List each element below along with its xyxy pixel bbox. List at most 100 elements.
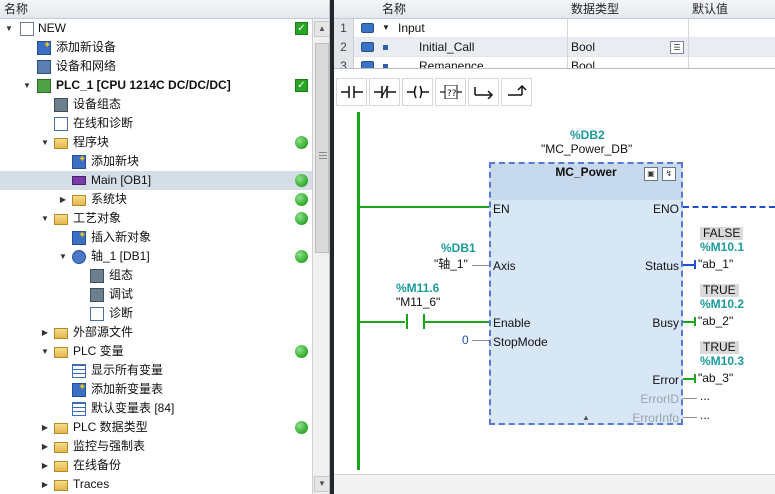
tree-item-tech-objects[interactable]: ▼ 工艺对象 [0,209,312,228]
error-tick [694,374,696,383]
coil-button[interactable] [402,78,433,106]
tree-item-devices-networks[interactable]: 设备和网络 [0,57,312,76]
tree-item-configuration[interactable]: 组态 [0,266,312,285]
status-tick [694,260,696,269]
no-contact-button[interactable] [336,78,367,106]
column-default-header[interactable]: 默认值 [692,2,729,16]
nc-contact-button[interactable] [369,78,400,106]
column-name-header[interactable]: 名称 [382,2,407,16]
expand-arrow-icon[interactable]: ▼ [5,24,13,33]
tree-item-add-tag-table[interactable]: 添加新变量表 [0,378,312,399]
tree-scrollbar[interactable]: ▲ ▼ [312,19,329,494]
expand-arrow-icon[interactable]: ▶ [41,423,49,432]
panel-splitter[interactable] [330,0,334,494]
interface-name: Input [398,21,425,35]
tree-item-main-ob1[interactable]: Main [OB1] [0,171,312,190]
tree-item-label: 显示所有变量 [91,363,164,377]
tree-item-online-backups[interactable]: ▶ 在线备份 [0,456,312,475]
expand-arrow-icon[interactable]: ▶ [59,195,67,204]
no-contact-icon [341,86,363,98]
input-param-icon [361,42,374,52]
stopmode-wire [472,340,489,341]
axis-tag[interactable]: "轴_1" [434,257,468,271]
tree-item-label: PLC 变量 [73,344,124,358]
tree-item-new[interactable]: ▼ NEW ✓ [0,19,312,38]
error-tag[interactable]: "ab_3" [698,371,734,385]
enable-wire-right [425,321,489,323]
tree-item-plc[interactable]: ▼ PLC_1 [CPU 1214C DC/DC/DC] ✓ [0,76,312,95]
tree-item-label: 系统块 [91,192,128,206]
row-number: 2 [334,38,354,57]
pin-stopmode: StopMode [493,335,548,349]
interface-row[interactable]: 1 ▼ Input [334,19,775,38]
empty-box-button[interactable]: ?? [435,78,466,106]
tree-item-commissioning[interactable]: 调试 [0,285,312,304]
configuration-icon [90,269,104,283]
instance-db-address: %DB2 [570,128,605,142]
tree-item-add-block[interactable]: 添加新块 [0,150,312,171]
expand-arrow-icon[interactable]: ▼ [41,347,49,356]
tree-item-label: 添加新变量表 [91,382,164,396]
tree-item-label: 组态 [109,268,134,282]
expand-arrow-icon[interactable]: ▼ [41,138,49,147]
expand-arrow-icon[interactable]: ▶ [41,480,49,489]
tree-item-axis-1[interactable]: ▼ 轴_1 [DB1] [0,247,312,266]
close-branch-icon [508,85,527,96]
interface-row[interactable]: 3 Remanence Bool [334,57,775,68]
expand-arrow-icon[interactable]: ▼ [41,214,49,223]
scroll-down-icon[interactable]: ▼ [314,476,329,492]
collapse-arrow-icon[interactable]: ▼ [382,23,390,32]
tree-item-system-blocks[interactable]: ▶ 系统块 [0,190,312,209]
tree-item-show-all-tags[interactable]: 显示所有变量 [0,361,312,380]
tree-item-traces[interactable]: ▶ Traces [0,475,312,494]
scroll-up-icon[interactable]: ▲ [314,21,329,37]
expand-arrow-icon[interactable]: ▼ [59,252,67,261]
errorinfo-tag[interactable]: ... [700,408,711,422]
tree-item-plc-tags[interactable]: ▼ PLC 变量 [0,342,312,361]
tree-item-program-blocks[interactable]: ▼ 程序块 [0,133,312,152]
mc-power-block[interactable]: MC_Power ▣ ↯ EN Axis Enable StopMode ENO… [489,162,683,425]
block-collapse-icon[interactable]: ▲ [582,413,590,422]
tree-item-device-config[interactable]: 设备组态 [0,95,312,114]
interface-row[interactable]: 2 Initial_Call Bool ☰ [334,38,775,57]
column-type-header[interactable]: 数据类型 [571,2,620,16]
expand-arrow-icon[interactable]: ▶ [41,442,49,451]
tree-item-label: 监控与强制表 [73,439,146,453]
tree-item-diagnostics[interactable]: 诊断 [0,304,312,323]
tree-item-add-device[interactable]: 添加新设备 [0,36,312,57]
tree-item-plc-data-types[interactable]: ▶ PLC 数据类型 [0,418,312,437]
tree-item-watch-force-tables[interactable]: ▶ 监控与强制表 [0,437,312,456]
block-diagnostics-icon[interactable]: ↯ [662,167,676,181]
status-ok-icon [295,193,308,206]
status-ok-icon [295,136,308,149]
close-branch-button[interactable] [501,78,532,106]
block-open-icon[interactable]: ▣ [644,167,658,181]
expand-arrow-icon[interactable]: ▼ [23,81,31,90]
interface-header: 名称 数据类型 默认值 [334,0,775,19]
tree-item-external-sources[interactable]: ▶ 外部源文件 [0,323,312,342]
tree-item-online-diag[interactable]: 在线和诊断 [0,114,312,133]
expand-arrow-icon[interactable]: ▶ [41,461,49,470]
instance-db-name[interactable]: "MC_Power_DB" [541,142,633,156]
param-marker-icon [383,45,388,50]
open-branch-button[interactable] [468,78,499,106]
tree-item-label: 外部源文件 [73,325,134,339]
interface-name: Initial_Call [419,40,475,54]
contact-left-plate [406,314,408,329]
tree-item-label: 默认变量表 [84] [91,401,175,415]
errorid-tag[interactable]: ... [700,389,711,403]
expand-arrow-icon[interactable]: ▶ [41,328,49,337]
tree-item-label: 调试 [109,287,134,301]
scroll-thumb[interactable] [315,43,329,253]
stopmode-value[interactable]: 0 [462,333,469,347]
type-picker-icon[interactable]: ☰ [670,41,684,54]
tree-item-insert-object[interactable]: 插入新对象 [0,226,312,247]
horizontal-scrollbar[interactable] [334,474,775,494]
contact-tag[interactable]: "M11_6" [396,295,441,309]
status-tag[interactable]: "ab_1" [698,257,734,271]
block-interface-table: 名称 数据类型 默认值 1 ▼ Input 2 Initial_Call Boo… [334,0,775,69]
tree-item-default-tag-table[interactable]: 默认变量表 [84] [0,399,312,418]
tree-item-label: 插入新对象 [91,230,152,244]
busy-tag[interactable]: "ab_2" [698,314,734,328]
tree-item-label: 轴_1 [DB1] [91,249,150,263]
